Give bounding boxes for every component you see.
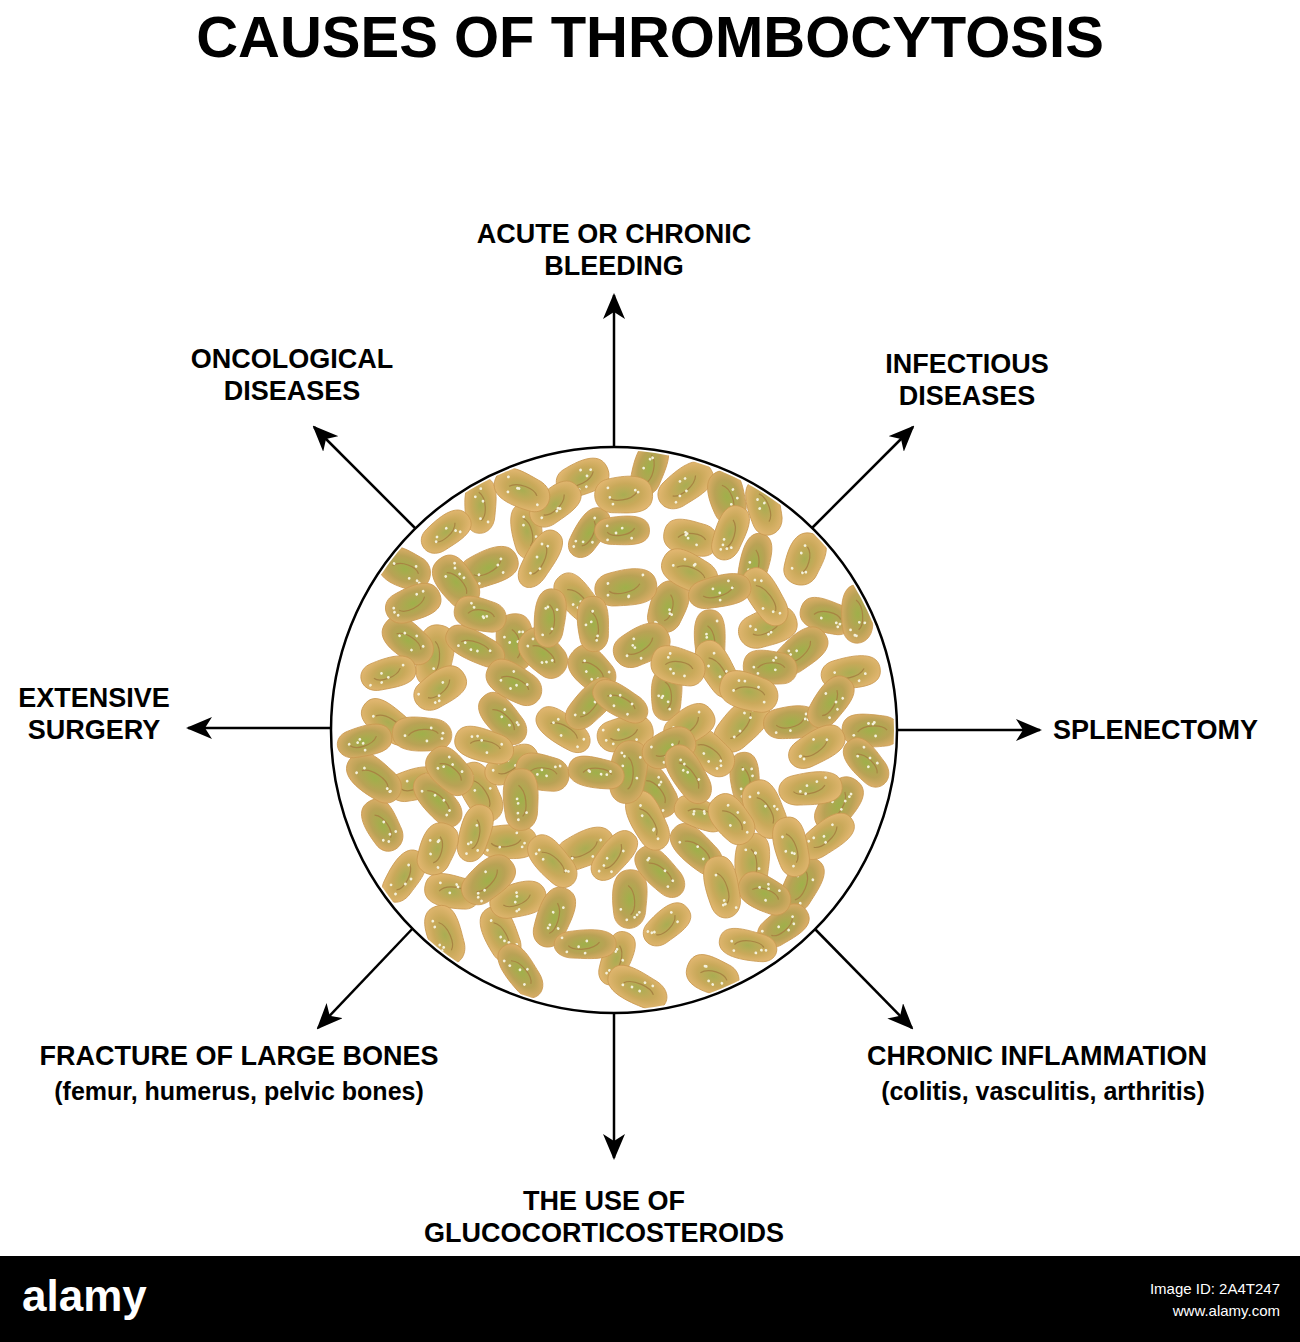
platelet — [685, 569, 754, 615]
platelet — [594, 514, 651, 547]
cause-label: FRACTURE OF LARGE BONES — [4, 1040, 474, 1072]
platelet — [454, 847, 522, 914]
cause-detail: (colitis, vasculitis, arthritis) — [828, 1076, 1258, 1106]
platelet — [491, 938, 551, 1004]
cause-label: ACUTE OR CHRONIC BLEEDING — [444, 218, 784, 283]
platelet — [767, 813, 815, 880]
leader-arrow — [897, 729, 1040, 732]
platelet — [783, 718, 851, 777]
platelet — [566, 754, 626, 792]
platelet — [415, 503, 477, 561]
cause-detail: (femur, humerus, pelvic bones) — [4, 1076, 474, 1106]
platelet — [698, 853, 746, 922]
platelet — [841, 584, 875, 643]
platelet — [585, 824, 644, 888]
blood-smear-circle — [331, 447, 897, 1013]
cause-label: INFECTIOUS DISEASES — [837, 348, 1097, 413]
platelet — [716, 667, 783, 717]
watermark-bar — [0, 1256, 1300, 1342]
cause-label: CHRONIC INFLAMMATION — [822, 1040, 1252, 1072]
platelet — [593, 474, 654, 517]
leader-arrow — [318, 926, 415, 1028]
platelet — [779, 528, 831, 590]
platelet — [334, 719, 395, 763]
platelet — [575, 595, 612, 653]
platelet — [489, 463, 556, 518]
platelet — [587, 674, 654, 729]
leader-arrow — [812, 926, 912, 1028]
watermark-logo: alamy — [22, 1272, 147, 1320]
platelet — [777, 768, 844, 809]
platelet — [418, 740, 482, 803]
platelet — [451, 593, 509, 636]
platelet — [657, 739, 720, 810]
leader-arrow — [613, 295, 616, 447]
platelets — [334, 436, 900, 1016]
platelet — [647, 642, 709, 690]
cause-label: EXTENSIVE SURGERY — [4, 682, 184, 747]
cause-label: THE USE OF GLUCOCORTICOSTEROIDS — [369, 1186, 839, 1250]
platelet — [357, 651, 419, 696]
platelet — [412, 818, 463, 880]
platelet — [520, 828, 585, 894]
leader-arrow — [188, 727, 331, 730]
leader-arrow — [613, 1013, 616, 1158]
cause-label: ONCOLOGICAL DISEASES — [152, 343, 432, 408]
platelet — [553, 928, 617, 960]
watermark-id: Image ID: 2A4T247 — [1150, 1280, 1280, 1298]
platelet — [418, 901, 472, 970]
watermark-url: www.alamy.com — [1173, 1302, 1280, 1320]
platelet — [612, 869, 648, 928]
platelet — [602, 960, 673, 1017]
platelet — [717, 926, 780, 965]
cause-label: SPLENECTOMY — [1053, 714, 1258, 746]
platelet — [501, 768, 540, 832]
leader-arrow — [314, 427, 415, 528]
platelet — [480, 653, 549, 712]
platelet — [707, 501, 754, 564]
platelet — [408, 658, 473, 718]
leader-arrows — [188, 295, 1040, 1158]
leader-arrow — [812, 427, 913, 528]
platelet — [532, 588, 567, 649]
title: CAUSES OF THROMBOCYTOSIS — [20, 4, 1280, 71]
